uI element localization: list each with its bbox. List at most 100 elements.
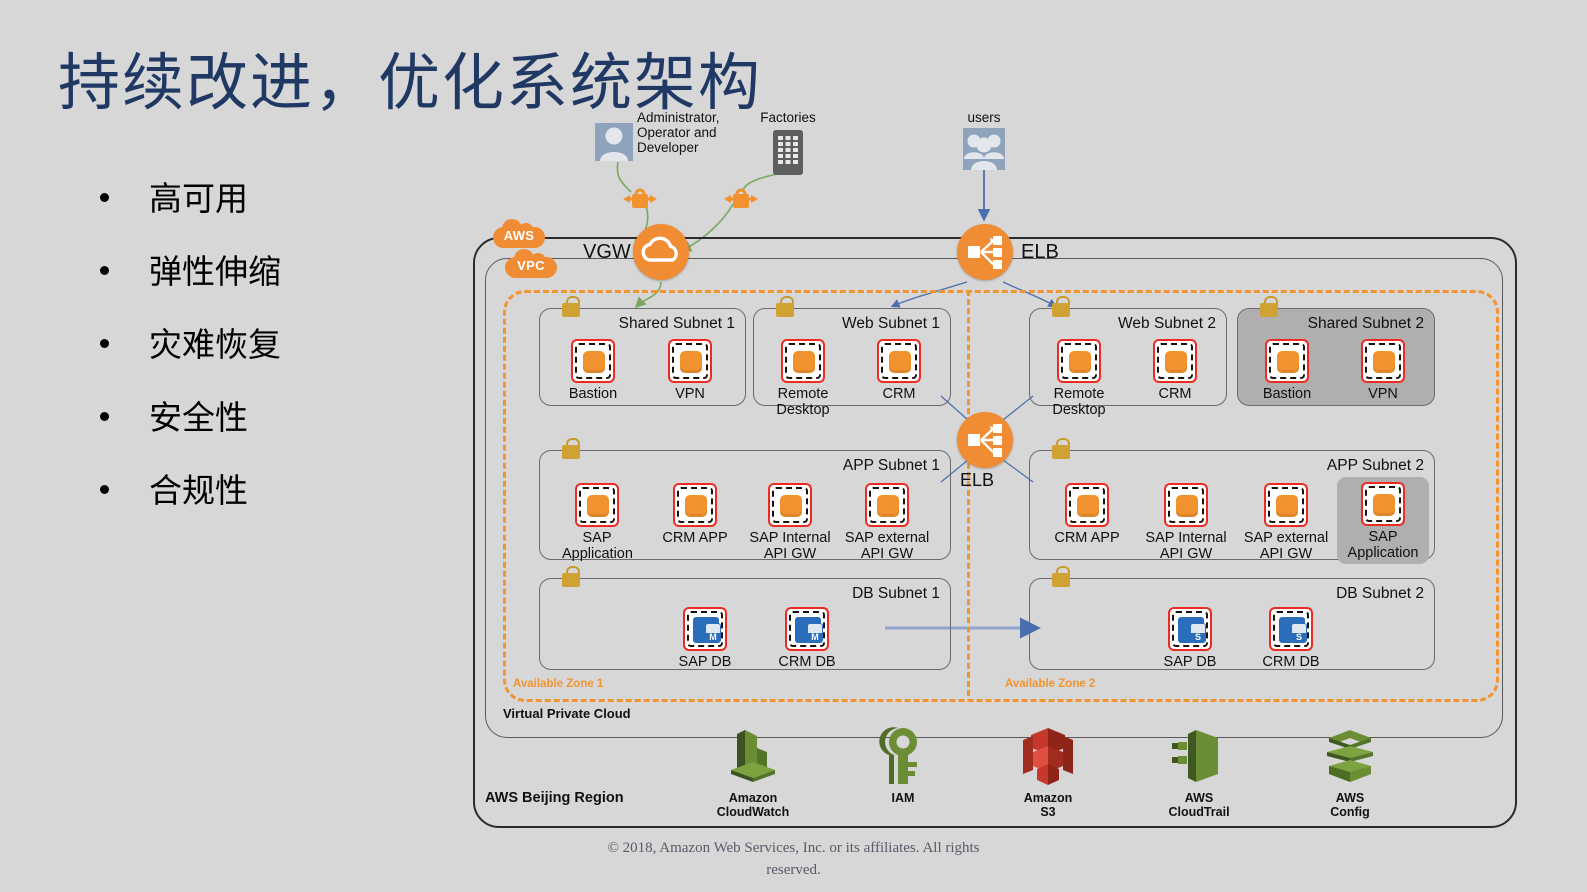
- users-icon: [963, 128, 1005, 171]
- subnet-db-2: DB Subnet 2 SAP DB CRM DB: [1029, 566, 1435, 671]
- node-label: SAP Internal API GW: [1145, 530, 1227, 562]
- page-title: 持续改进，优化系统架构: [58, 50, 763, 118]
- node-sap-internal-api-gw-2[interactable]: SAP Internal API GW: [1142, 483, 1230, 562]
- actor-users: users: [939, 110, 1029, 171]
- service-cloudwatch[interactable]: Amazon CloudWatch: [693, 726, 813, 819]
- bullet-list: 高可用 弹性伸缩 灾难恢复 安全性 合规性: [100, 182, 460, 547]
- ec2-instance-icon: [571, 339, 615, 383]
- list-item: 灾难恢复: [100, 328, 460, 361]
- vpc-label: Virtual Private Cloud: [503, 706, 631, 721]
- node-sap-internal-api-gw-1[interactable]: SAP Internal API GW: [746, 483, 834, 562]
- elb-mid-icon[interactable]: [957, 412, 1013, 468]
- bullet-dot-icon: [100, 485, 109, 494]
- list-item: 合规性: [100, 474, 460, 507]
- service-label: Amazon S3: [1023, 791, 1073, 819]
- lock-icon: [1052, 296, 1070, 318]
- subnet-title: DB Subnet 2: [1336, 585, 1424, 602]
- subnet-title: Web Subnet 2: [1118, 315, 1216, 332]
- elb-top-icon[interactable]: [957, 224, 1013, 280]
- cloudwatch-icon: [731, 730, 775, 782]
- az2-label: Available Zone 2: [1005, 678, 1096, 690]
- subnet-web-1: Web Subnet 1 Remote Desktop CRM: [753, 296, 951, 418]
- ec2-instance-icon: [1264, 483, 1308, 527]
- availability-zone-divider: [967, 290, 970, 696]
- node-label: CRM APP: [662, 530, 728, 546]
- footer-line-1: © 2018, Amazon Web Services, Inc. or its…: [607, 840, 980, 856]
- node-bastion-2[interactable]: Bastion: [1252, 339, 1322, 403]
- footer-line-2: reserved.: [766, 861, 821, 878]
- node-bastion-1[interactable]: Bastion: [558, 339, 628, 403]
- actor-label: Factories: [760, 110, 816, 125]
- bullet-dot-icon: [100, 339, 109, 348]
- node-label: VPN: [1368, 386, 1398, 402]
- node-sap-application-1[interactable]: SAP Application: [562, 483, 633, 562]
- subnet-title: Shared Subnet 1: [618, 315, 735, 332]
- node-crm-db-2[interactable]: CRM DB: [1256, 607, 1326, 671]
- node-label: SAP external API GW: [844, 530, 930, 562]
- vpc-tag-label: VPC: [517, 258, 545, 273]
- rds-instance-icon: [683, 607, 727, 651]
- service-s3[interactable]: Amazon S3: [988, 726, 1108, 819]
- service-cloudtrail[interactable]: AWS CloudTrail: [1139, 726, 1259, 819]
- service-label: Amazon CloudWatch: [716, 791, 790, 819]
- rds-instance-icon: [785, 607, 829, 651]
- node-crm-1[interactable]: CRM: [864, 339, 934, 403]
- node-sap-external-api-gw-1[interactable]: SAP external API GW: [841, 483, 933, 562]
- aws-cloud-tag: AWS: [493, 218, 545, 248]
- aws-tag-label: AWS: [503, 228, 535, 243]
- node-label: CRM APP: [1054, 530, 1120, 546]
- node-vpn-1[interactable]: VPN: [655, 339, 725, 403]
- vgw-icon[interactable]: [633, 224, 689, 280]
- node-remote-desktop-2[interactable]: Remote Desktop: [1044, 339, 1114, 418]
- node-label: CRM: [882, 386, 916, 402]
- node-crm-app-2[interactable]: CRM APP: [1052, 483, 1122, 547]
- node-vpn-2[interactable]: VPN: [1348, 339, 1418, 403]
- node-crm-2[interactable]: CRM: [1140, 339, 1210, 403]
- node-sap-external-api-gw-2[interactable]: SAP external API GW: [1240, 483, 1332, 562]
- config-icon: [1327, 730, 1373, 782]
- lock-icon: [562, 438, 580, 460]
- subnet-app-1: APP Subnet 1 SAP Application CRM APP SAP…: [539, 438, 951, 562]
- iam-key-icon: [879, 727, 917, 784]
- ec2-instance-icon: [1065, 483, 1109, 527]
- node-crm-app-1[interactable]: CRM APP: [660, 483, 730, 547]
- subnet-shared-2: Shared Subnet 2 Bastion VPN: [1237, 296, 1435, 406]
- node-label: CRM DB: [1262, 654, 1320, 670]
- service-label: AWS Config: [1330, 791, 1370, 819]
- subnet-title: APP Subnet 2: [1326, 457, 1424, 474]
- subnet-title: Web Subnet 1: [842, 315, 940, 332]
- service-label: AWS CloudTrail: [1168, 791, 1230, 819]
- rds-instance-icon: [1168, 607, 1212, 651]
- service-iam[interactable]: IAM: [843, 726, 963, 805]
- node-label: SAP DB: [1163, 654, 1217, 670]
- architecture-diagram: Administrator, Operator and Developer Fa…: [455, 100, 1535, 840]
- node-remote-desktop-1[interactable]: Remote Desktop: [768, 339, 838, 418]
- factory-icon: [773, 130, 803, 176]
- ec2-instance-icon: [1361, 339, 1405, 383]
- load-balancer-glyph: [968, 424, 1002, 457]
- list-item: 高可用: [100, 182, 460, 215]
- user-icon: [595, 123, 633, 161]
- node-sap-db-1[interactable]: SAP DB: [670, 607, 740, 671]
- ec2-instance-icon: [673, 483, 717, 527]
- ec2-instance-icon: [865, 483, 909, 527]
- ec2-instance-icon: [1164, 483, 1208, 527]
- node-label: SAP Application: [1347, 529, 1419, 561]
- service-config[interactable]: AWS Config: [1290, 726, 1410, 819]
- subnet-db-1: DB Subnet 1 SAP DB CRM DB: [539, 566, 951, 671]
- list-item: 安全性: [100, 401, 460, 434]
- node-sap-db-2[interactable]: SAP DB: [1155, 607, 1225, 671]
- node-crm-db-1[interactable]: CRM DB: [772, 607, 842, 671]
- node-label: SAP external API GW: [1243, 530, 1329, 562]
- bullet-dot-icon: [100, 266, 109, 275]
- vpn-connection-icon: [724, 188, 758, 208]
- node-label: Bastion: [568, 386, 618, 402]
- ec2-instance-icon: [1153, 339, 1197, 383]
- node-sap-application-2[interactable]: SAP Application: [1337, 477, 1429, 565]
- node-label: SAP Internal API GW: [749, 530, 831, 562]
- copyright-footer: © 2018, Amazon Web Services, Inc. or its…: [0, 838, 1587, 882]
- load-balancer-glyph: [968, 236, 1002, 269]
- rds-instance-icon: [1269, 607, 1313, 651]
- lock-icon: [562, 296, 580, 318]
- actor-factories: Factories: [743, 110, 833, 176]
